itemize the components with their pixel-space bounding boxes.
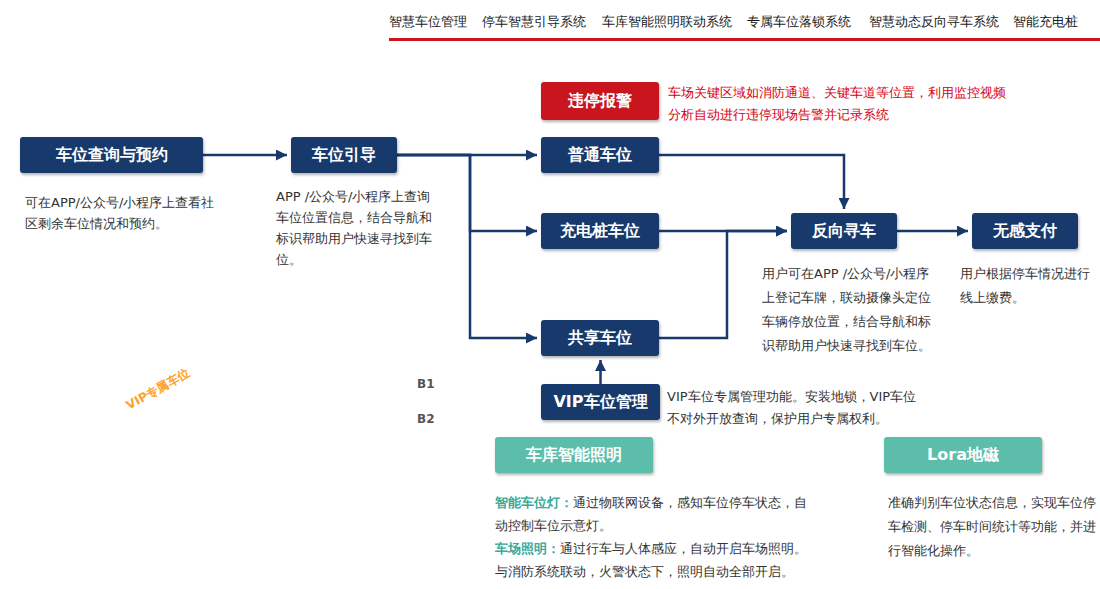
nav-item: 智慧动态反向寻车系统: [869, 13, 999, 31]
floor-label: B2: [417, 412, 435, 426]
process-box: 普通车位: [541, 137, 659, 173]
process-box: VIP车位管理VIP车位专属管理功能。安装地锁，VIP车位不对外开放查询，保护用…: [541, 384, 660, 420]
box-description: 准确判别车位状态信息，实现车位停车检测、停车时间统计等功能，并进行智能化操作。: [888, 491, 1098, 563]
box-title: 违停报警: [568, 91, 632, 112]
box-title: 充电桩车位: [560, 221, 640, 242]
box-description: APP /公众号/小程序上查询车位位置信息，结合导航和标识帮助用户快速寻找到车位…: [276, 186, 441, 270]
description-text: VIP车位专属管理功能。安装地锁，VIP车位不对外开放查询，保护用户专属权利。: [667, 389, 916, 426]
process-box: 充电桩车位: [541, 213, 659, 249]
description-text: APP /公众号/小程序上查询车位位置信息，结合导航和标识帮助用户快速寻找到车位…: [276, 189, 432, 267]
description-text: 准确判别车位状态信息，实现车位停车检测、停车时间统计等功能，并进行智能化操作。: [888, 495, 1096, 558]
description-text: 用户可在APP /公众号/小程序上登记车牌，联动摄像头定位车辆停放位置，结合导航…: [762, 266, 931, 353]
flow-arrow: [397, 155, 537, 338]
box-title: 共享车位: [568, 328, 632, 349]
flow-arrow: [599, 360, 602, 384]
box-title: 普通车位: [568, 145, 632, 166]
description-heading: 智能车位灯：: [495, 495, 573, 510]
process-box: 无感支付用户根据停车情况进行线上缴费。: [972, 213, 1078, 249]
description-paragraph: VIP车位专属管理功能。安装地锁，VIP车位不对外开放查询，保护用户专属权利。: [667, 386, 922, 430]
box-title: 车位查询与预约: [56, 145, 168, 166]
description-paragraph: 车场照明：通过行车与人体感应，自动开启车场照明。与消防系统联动，火警状态下，照明…: [495, 537, 815, 583]
nav-underline: [389, 38, 1100, 41]
box-description: 用户可在APP /公众号/小程序上登记车牌，联动摄像头定位车辆停放位置，结合导航…: [762, 262, 934, 358]
box-description: 用户根据停车情况进行线上缴费。: [960, 262, 1094, 310]
nav-item: 智慧车位管理: [389, 13, 467, 31]
box-title: 车位引导: [312, 145, 376, 166]
description-paragraph: 智能车位灯：通过物联网设备，感知车位停车状态，自动控制车位示意灯。: [495, 491, 815, 537]
nav-item: 车库智能照明联动系统: [602, 13, 732, 31]
box-title: VIP车位管理: [553, 392, 647, 413]
floor-label: B1: [417, 377, 435, 391]
box-title: 车库智能照明: [526, 445, 622, 466]
box-description: 车场关键区域如消防通道、关键车道等位置，利用监控视频分析自动进行违停现场告警并记…: [668, 82, 1013, 126]
description-paragraph: APP /公众号/小程序上查询车位位置信息，结合导航和标识帮助用户快速寻找到车位…: [276, 186, 441, 270]
box-title: 无感支付: [993, 221, 1057, 242]
flow-arrow: [203, 154, 287, 157]
process-box: 反向寻车用户可在APP /公众号/小程序上登记车牌，联动摄像头定位车辆停放位置，…: [791, 213, 897, 249]
box-title: 反向寻车: [812, 221, 876, 242]
description-paragraph: 用户根据停车情况进行线上缴费。: [960, 262, 1094, 310]
description-text: 用户根据停车情况进行线上缴费。: [960, 266, 1090, 305]
process-box: 车位引导APP /公众号/小程序上查询车位位置信息，结合导航和标识帮助用户快速寻…: [291, 137, 397, 173]
process-box: 违停报警车场关键区域如消防通道、关键车道等位置，利用监控视频分析自动进行违停现场…: [541, 82, 659, 120]
description-text: 可在APP/公众号/小程序上查看社区剩余车位情况和预约。: [25, 195, 214, 231]
description-paragraph: 准确判别车位状态信息，实现车位停车检测、停车时间统计等功能，并进行智能化操作。: [888, 491, 1098, 563]
nav-item: 专属车位落锁系统: [747, 13, 851, 31]
description-paragraph: 用户可在APP /公众号/小程序上登记车牌，联动摄像头定位车辆停放位置，结合导航…: [762, 262, 934, 358]
box-title: Lora地磁: [927, 445, 999, 466]
nav-item: 停车智慧引导系统: [482, 13, 586, 31]
description-paragraph: 车场关键区域如消防通道、关键车道等位置，利用监控视频分析自动进行违停现场告警并记…: [668, 82, 1013, 126]
box-description: 可在APP/公众号/小程序上查看社区剩余车位情况和预约。: [25, 192, 215, 234]
box-description: 智能车位灯：通过物联网设备，感知车位停车状态，自动控制车位示意灯。车场照明：通过…: [495, 491, 815, 583]
description-paragraph: 可在APP/公众号/小程序上查看社区剩余车位情况和预约。: [25, 192, 215, 234]
process-box: 车库智能照明智能车位灯：通过物联网设备，感知车位停车状态，自动控制车位示意灯。车…: [495, 437, 653, 473]
process-box: 共享车位: [541, 320, 659, 356]
flow-arrow: [659, 155, 844, 209]
box-description: VIP车位专属管理功能。安装地锁，VIP车位不对外开放查询，保护用户专属权利。: [667, 386, 922, 430]
process-box: 车位查询与预约可在APP/公众号/小程序上查看社区剩余车位情况和预约。: [20, 137, 203, 173]
description-text: 车场关键区域如消防通道、关键车道等位置，利用监控视频分析自动进行违停现场告警并记…: [668, 85, 1006, 122]
process-box: Lora地磁准确判别车位状态信息，实现车位停车检测、停车时间统计等功能，并进行智…: [884, 437, 1042, 473]
floor-label: VIP专属车位: [123, 365, 193, 414]
description-heading: 车场照明：: [495, 541, 560, 556]
flow-arrow: [897, 230, 968, 233]
nav-item: 智能充电桩: [1013, 13, 1078, 31]
